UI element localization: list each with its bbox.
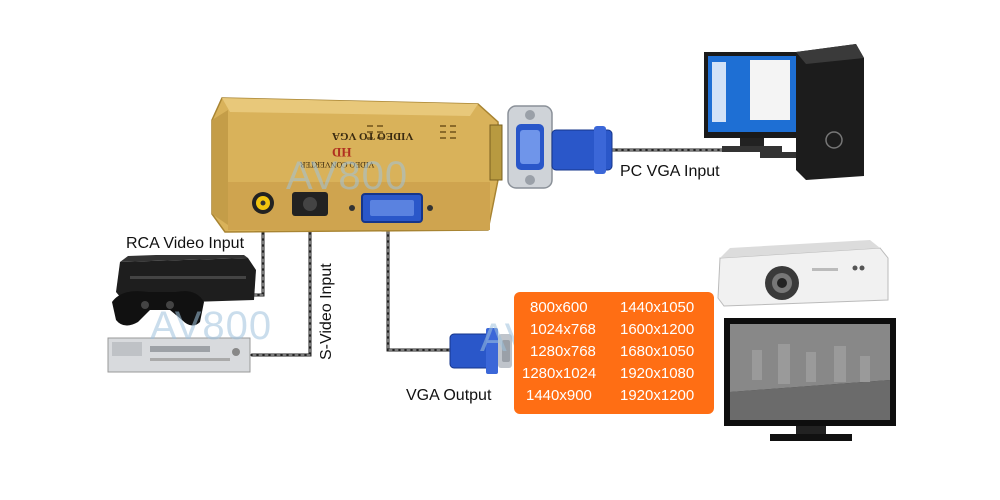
resolution-item: 800x600 bbox=[530, 299, 588, 316]
resolution-item: 1920x1200 bbox=[620, 387, 695, 404]
resolution-item: 1680x1050 bbox=[620, 343, 695, 360]
watermark-device: AV800 bbox=[286, 154, 409, 198]
dvd-player bbox=[107, 337, 251, 373]
resolution-item: 1280x1024 bbox=[522, 365, 597, 382]
game-console bbox=[112, 252, 256, 326]
resolution-panel: 800x600 1024x768 1280x768 1280x1024 1440… bbox=[514, 292, 714, 414]
desktop-computer bbox=[704, 44, 864, 180]
vga-output-cable bbox=[386, 223, 452, 352]
vga-output-connector bbox=[449, 328, 512, 374]
lcd-monitor bbox=[724, 318, 896, 441]
projector bbox=[717, 240, 889, 307]
resolution-item: 1024x768 bbox=[530, 321, 596, 338]
resolution-item: 1280x768 bbox=[530, 343, 596, 360]
resolution-item: 1440x900 bbox=[526, 387, 592, 404]
rca-video-input-label: RCA Video Input bbox=[120, 233, 251, 255]
watermark-console: AV800 bbox=[150, 304, 273, 348]
pc-vga-input-label: PC VGA Input bbox=[614, 161, 726, 183]
resolution-item: 1600x1200 bbox=[620, 321, 695, 338]
vga-output-label: VGA Output bbox=[400, 385, 498, 407]
device-model-text: VIDEO TO VGA bbox=[332, 130, 414, 142]
resolution-item: 1920x1080 bbox=[620, 365, 695, 382]
resolution-item: 1440x1050 bbox=[620, 299, 695, 316]
converter-device bbox=[211, 97, 503, 233]
s-video-input-label: S-Video Input bbox=[316, 257, 338, 366]
pc-vga-connector bbox=[507, 105, 613, 189]
